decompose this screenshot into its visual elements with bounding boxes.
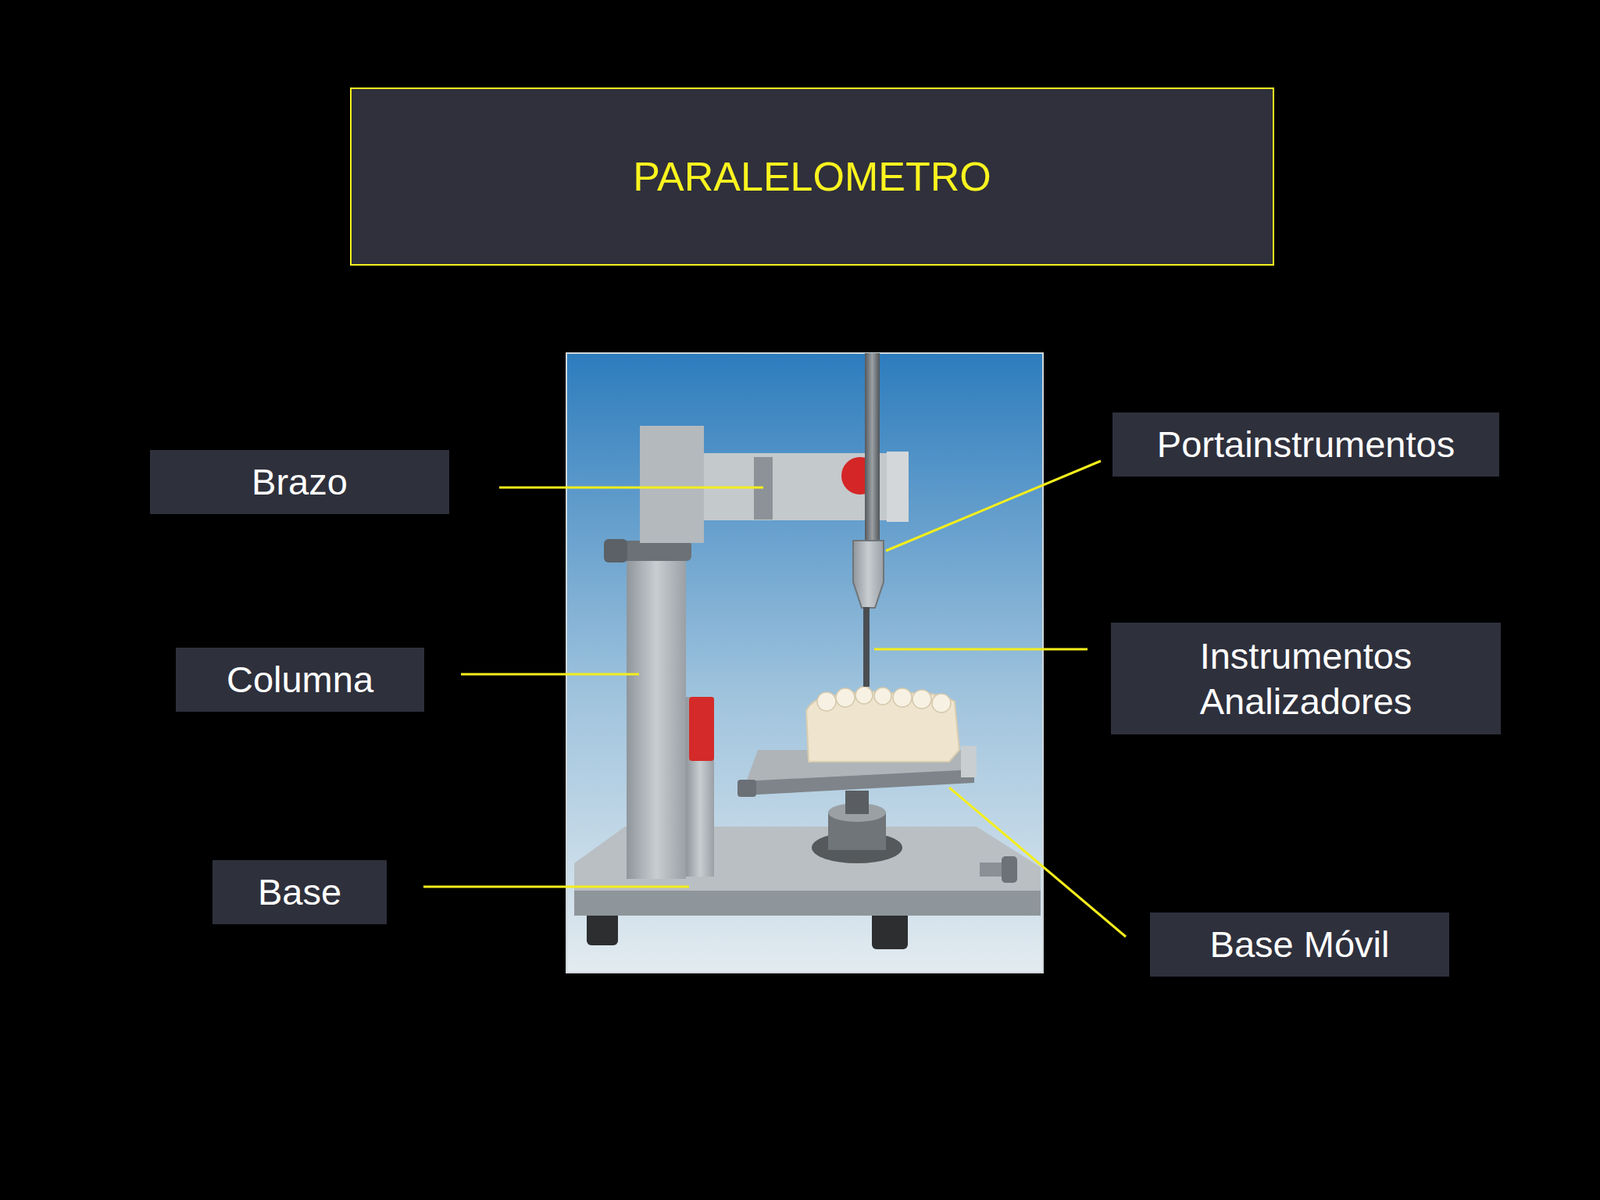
label-box: Base Móvil bbox=[1150, 912, 1450, 977]
label-text: Instrumentos Analizadores bbox=[1125, 633, 1487, 724]
label-box: Columna bbox=[175, 647, 425, 712]
title-box: PARALELOMETRO bbox=[350, 87, 1275, 266]
label-box: Base bbox=[212, 860, 387, 925]
label-text: Base Móvil bbox=[1210, 921, 1390, 967]
label-text: Columna bbox=[226, 657, 374, 702]
label-box: Brazo bbox=[150, 450, 450, 515]
label-box: Instrumentos Analizadores bbox=[1110, 622, 1501, 735]
title: PARALELOMETRO bbox=[632, 153, 991, 200]
label-text: Portainstrumentos bbox=[1157, 421, 1455, 467]
label-text: Base bbox=[257, 869, 342, 915]
photo bbox=[566, 353, 1043, 973]
leader-lines bbox=[423, 460, 1126, 937]
label-box: Portainstrumentos bbox=[1112, 412, 1500, 477]
label-text: Brazo bbox=[251, 459, 348, 504]
